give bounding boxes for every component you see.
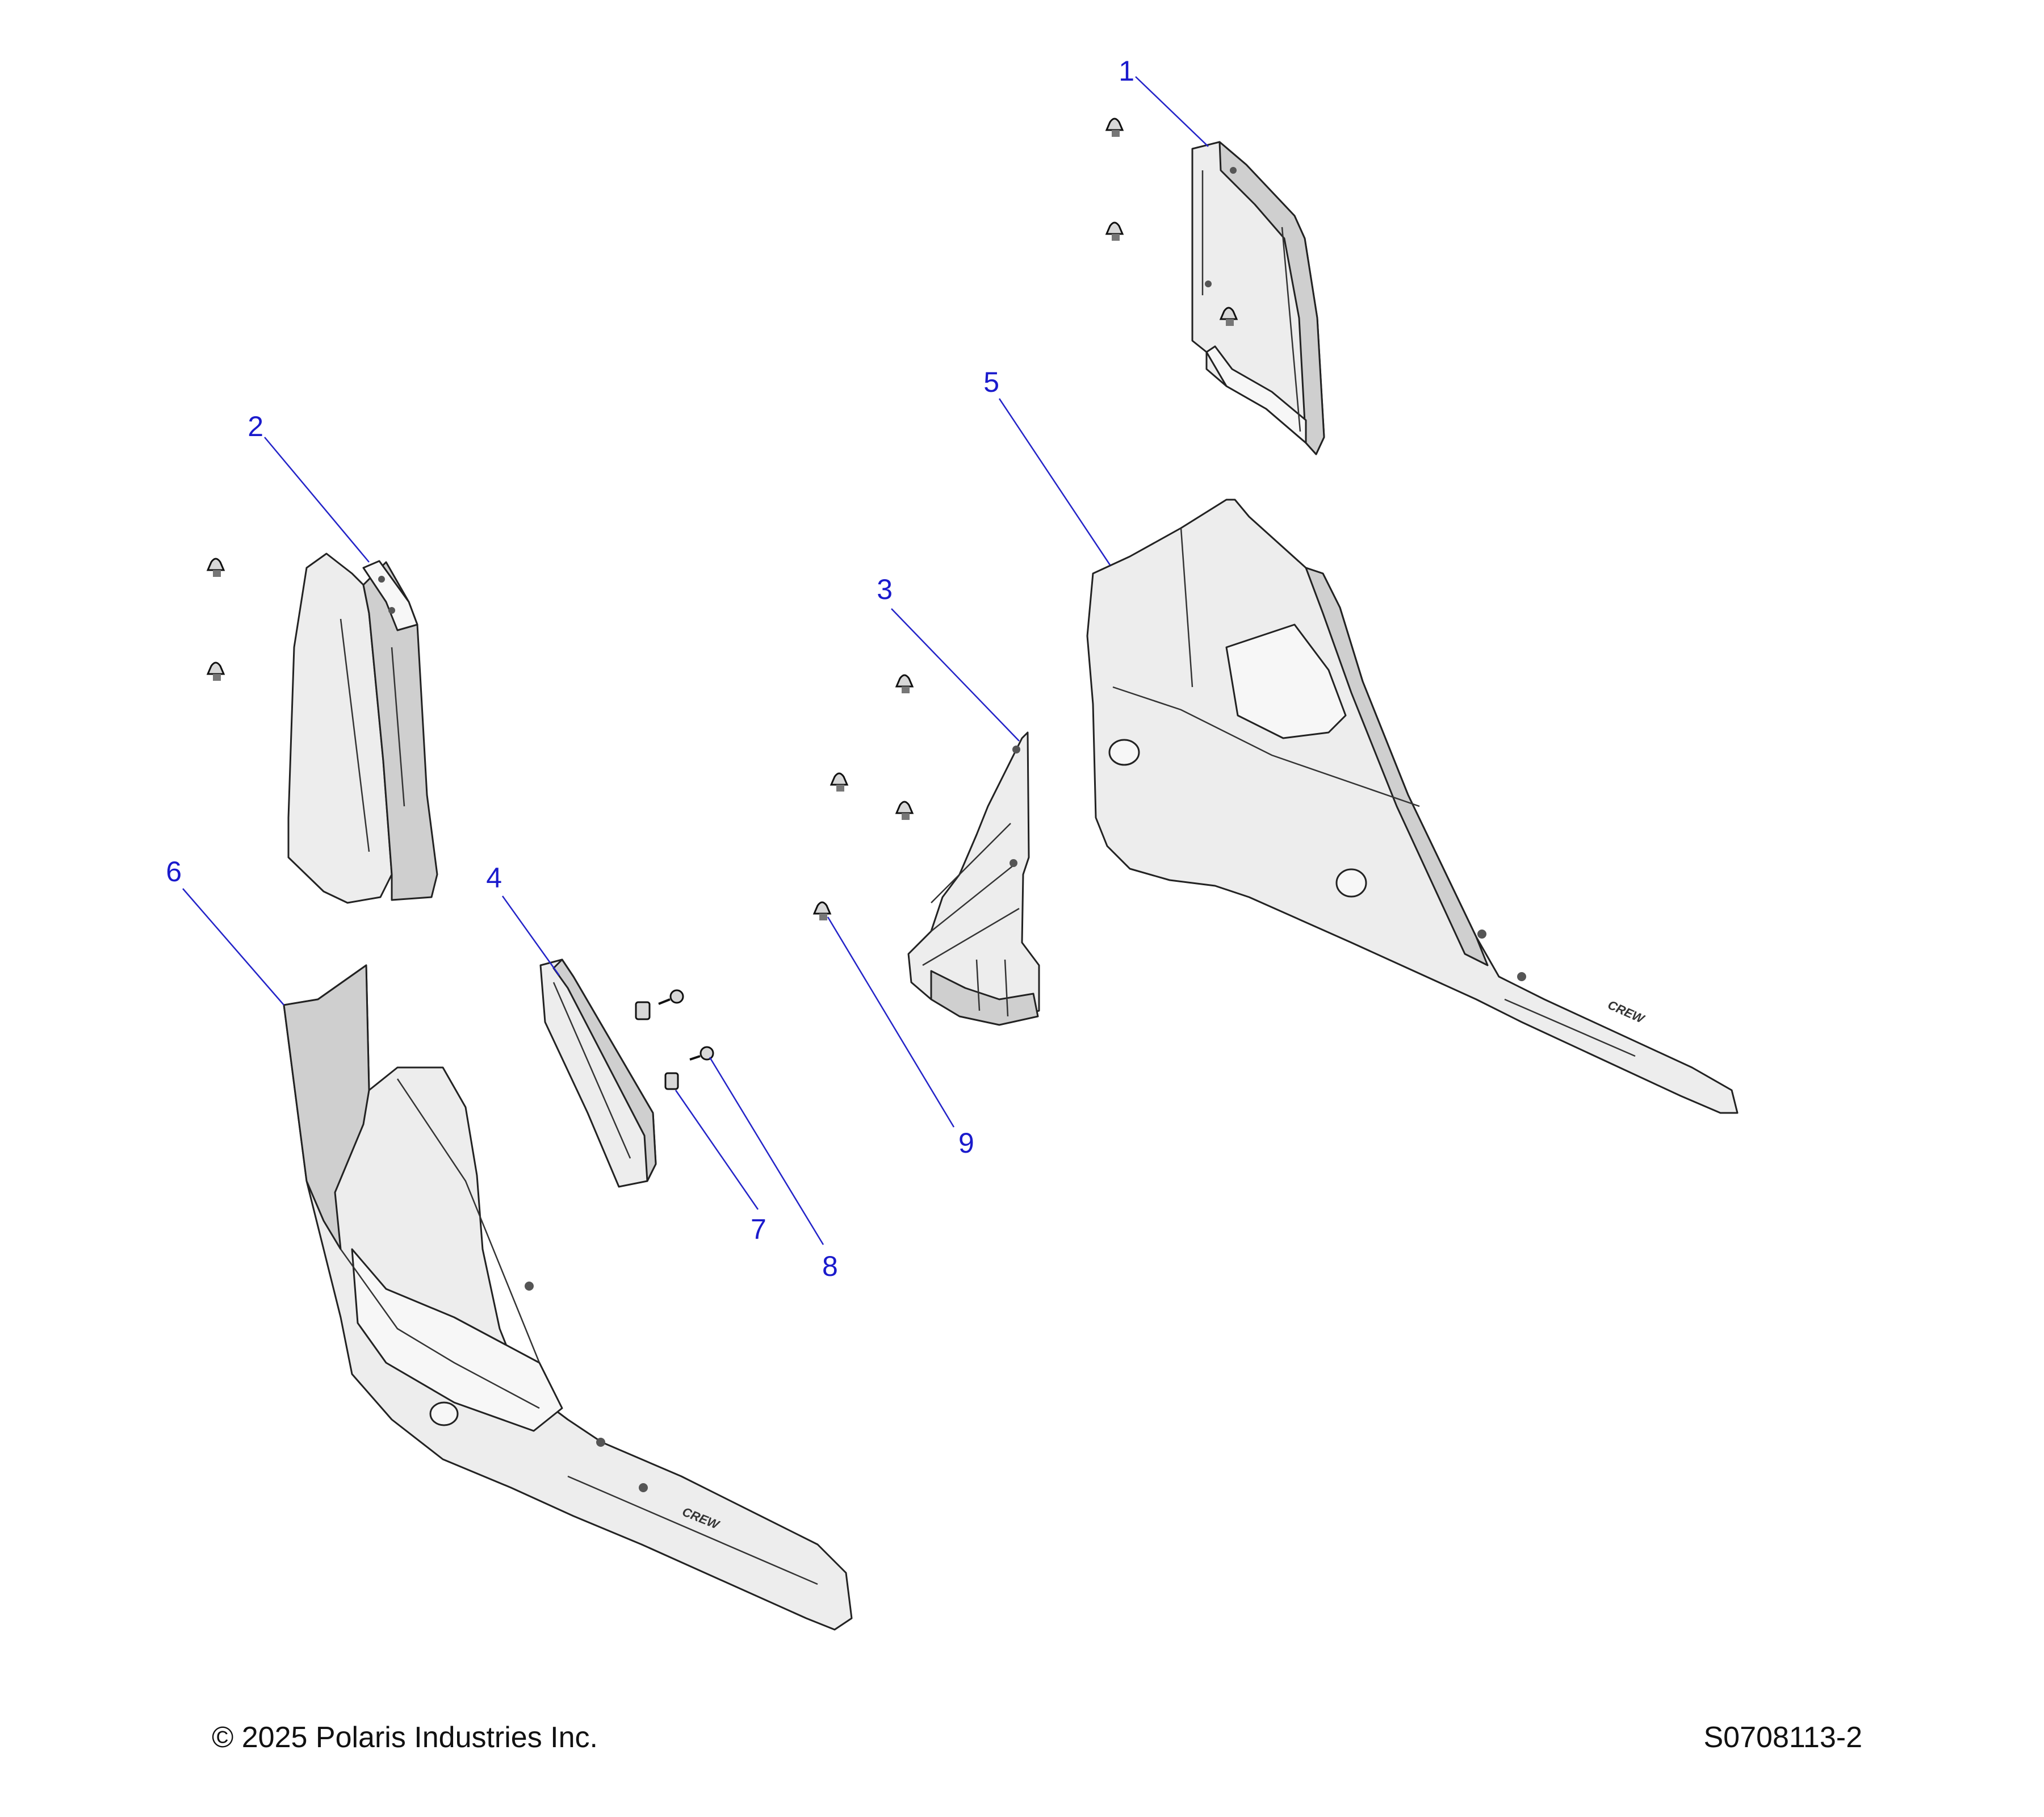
- leader-line-1: [1135, 76, 1209, 147]
- leader-line-8: [709, 1057, 824, 1245]
- rivet-icon: [1219, 307, 1238, 326]
- callout-9: 9: [958, 1127, 974, 1159]
- callout-8: 8: [822, 1250, 838, 1282]
- part-4-pad: [539, 958, 657, 1188]
- leader-line-9: [827, 916, 955, 1128]
- rivet-icon: [895, 801, 914, 820]
- clip-icon: [635, 1001, 651, 1020]
- rivet-icon: [830, 772, 849, 792]
- callouts: 1 2 3 4 5 6 7 8 9: [166, 55, 1134, 1282]
- leader-line-6: [182, 888, 284, 1006]
- callout-7: 7: [751, 1213, 767, 1245]
- rivet-icon: [895, 674, 914, 693]
- clip-icon: [664, 1072, 679, 1090]
- part-5-large-panel: CREW: [1086, 499, 1739, 1114]
- callout-4: 4: [486, 862, 502, 894]
- rivet-icon: [206, 558, 225, 577]
- leader-line-4: [501, 895, 560, 976]
- screw-icon: [689, 1046, 714, 1061]
- fasteners: [206, 118, 1238, 1090]
- callout-2: 2: [248, 411, 263, 442]
- rivet-icon: [1105, 221, 1124, 241]
- part-3-bracket: [907, 731, 1040, 1026]
- callout-1: 1: [1119, 55, 1134, 87]
- callout-6: 6: [166, 856, 182, 887]
- leader-line-5: [998, 398, 1111, 566]
- part-6-large-panel: CREW: [283, 964, 853, 1631]
- rivet-icon: [812, 901, 832, 920]
- copyright-notice: © 2025 Polaris Industries Inc.: [212, 1721, 598, 1754]
- part-1-upper-panel: [1191, 141, 1325, 455]
- screw-icon: [658, 989, 684, 1005]
- figure-id: S0708113-2: [1703, 1721, 1863, 1754]
- leader-line-3: [891, 608, 1020, 742]
- callout-5: 5: [983, 366, 999, 398]
- part-5-crew-label: CREW: [1606, 998, 1648, 1027]
- leader-lines: [182, 76, 1209, 1245]
- leader-line-2: [264, 437, 370, 563]
- rivet-icon: [206, 662, 225, 681]
- rivet-icon: [1105, 118, 1124, 137]
- part-2-upper-panel: [287, 552, 438, 904]
- leader-line-7: [675, 1090, 759, 1210]
- callout-3: 3: [877, 573, 893, 605]
